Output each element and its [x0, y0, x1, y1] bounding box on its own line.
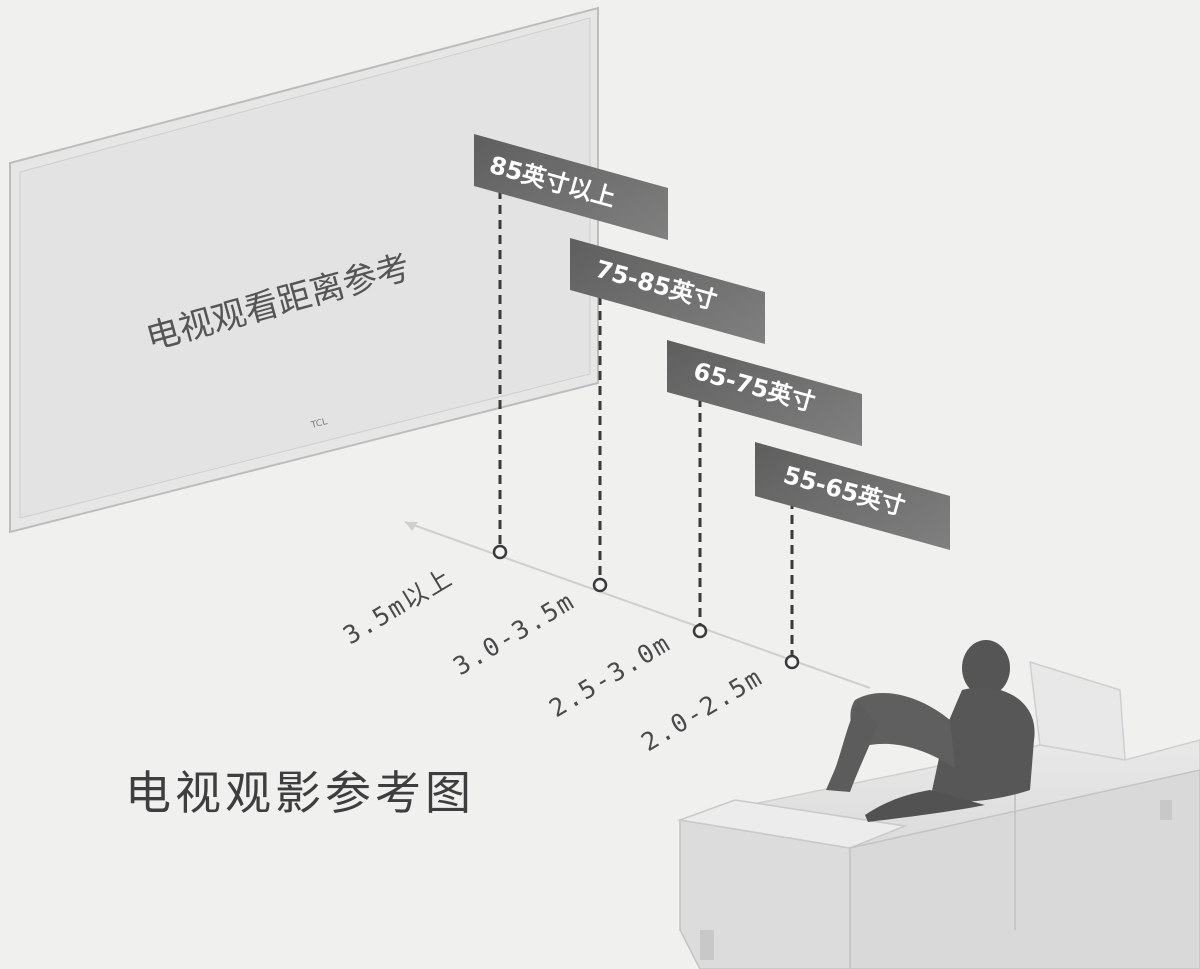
tag-box-3	[667, 340, 862, 446]
distance-label-2: 3.0-3.5m	[448, 586, 580, 681]
caption: 电视观影参考图	[125, 766, 475, 820]
tag-box-1	[474, 134, 668, 240]
tv-logo: TCL	[309, 417, 328, 431]
size-tag-3: 65-75英寸 2.5-3.0m	[544, 340, 862, 723]
person-silhouette	[826, 640, 1035, 822]
marker-dot-2	[592, 577, 608, 593]
distance-label-1: 3.5m以上	[338, 562, 458, 650]
marker-dot-1	[492, 544, 508, 560]
marker-dot-3	[692, 623, 708, 639]
tv: 电视观看距离参考 TCL	[9, 6, 599, 534]
tv-screen	[19, 17, 591, 519]
sofa	[677, 660, 1200, 969]
tag-box-4	[755, 442, 950, 550]
distance-label-3: 2.5-3.0m	[544, 628, 676, 723]
marker-dot-4	[784, 654, 800, 670]
tag-box-2	[570, 238, 765, 344]
distance-label-4: 2.0-2.5m	[636, 662, 768, 757]
